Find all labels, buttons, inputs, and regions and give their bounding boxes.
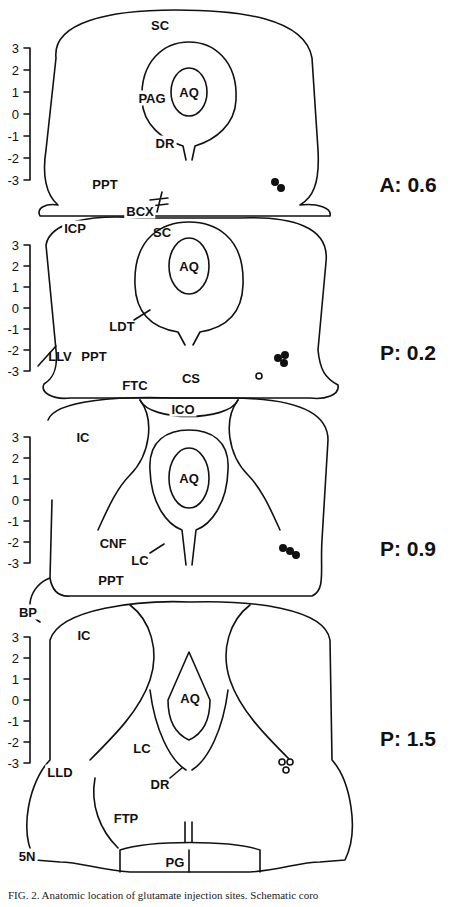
scale-number: 3 <box>10 41 21 56</box>
scale-number: 1 <box>10 85 21 100</box>
structure-label: SC <box>151 225 173 240</box>
scale-number: 0 <box>10 493 21 508</box>
scale-number: 0 <box>10 107 21 122</box>
section-p02 <box>38 217 338 398</box>
structure-label: CNF <box>98 536 129 551</box>
structure-label: ICO <box>169 402 196 417</box>
scale-number: 3 <box>10 238 21 253</box>
structure-label: DR <box>149 777 172 792</box>
level-label: A: 0.6 <box>377 173 438 196</box>
scale-number: -2 <box>5 735 21 750</box>
scale-number: -2 <box>5 151 21 166</box>
scale-number: 0 <box>10 693 21 708</box>
structure-label: IC <box>75 430 92 445</box>
scale-number: 2 <box>10 451 21 466</box>
level-label: P: 0.9 <box>378 537 438 560</box>
scale-number: -1 <box>5 129 21 144</box>
structure-label: FTP <box>112 811 141 826</box>
scale-number: 1 <box>10 672 21 687</box>
structure-label: LC <box>129 553 150 568</box>
scale-number: 2 <box>10 63 21 78</box>
level-label: P: 0.2 <box>378 341 438 364</box>
structure-label: AQ <box>177 259 201 274</box>
structure-label: AQ <box>177 85 201 100</box>
scale-number: 0 <box>10 301 21 316</box>
structure-label: LLD <box>45 765 74 780</box>
structure-label: PG <box>164 855 187 870</box>
structure-label: PPT <box>79 349 108 364</box>
structure-label: DR <box>154 136 177 151</box>
structure-label: BCX <box>124 204 155 219</box>
structure-label: PPT <box>90 177 119 192</box>
structure-label: PPT <box>96 573 125 588</box>
scale-number: -1 <box>5 714 21 729</box>
structure-label: LC <box>131 741 152 756</box>
structure-label: CS <box>180 371 202 386</box>
scale-number: -3 <box>5 756 21 771</box>
structure-label: LLV <box>46 349 74 364</box>
scale-number: -3 <box>5 173 21 188</box>
scale-number: 1 <box>10 472 21 487</box>
structure-label: BP <box>17 605 39 620</box>
scale-number: -1 <box>5 322 21 337</box>
figure-caption: FIG. 2. Anatomic location of glutamate i… <box>8 889 318 901</box>
section-p09 <box>30 398 328 622</box>
structure-label: AQ <box>178 691 202 706</box>
structure-label: ICP <box>62 221 88 236</box>
section-a06 <box>39 10 330 216</box>
scale-number: 2 <box>10 651 21 666</box>
structure-label: FTC <box>120 378 149 393</box>
section-p15 <box>27 602 352 872</box>
scale-number: -2 <box>5 343 21 358</box>
scale-number: -2 <box>5 535 21 550</box>
structure-label: AQ <box>177 471 201 486</box>
structure-label: IC <box>76 628 93 643</box>
scale-number: 2 <box>10 259 21 274</box>
scale-number: 1 <box>10 280 21 295</box>
structure-label: SC <box>149 18 171 33</box>
structure-label: LDT <box>107 319 136 334</box>
structure-label: PAG <box>136 91 167 106</box>
scale-number: 3 <box>10 630 21 645</box>
scale-number: 3 <box>10 430 21 445</box>
scale-bars <box>24 48 30 763</box>
structure-label: 5N <box>17 849 38 864</box>
scale-number: -3 <box>5 364 21 379</box>
scale-number: -1 <box>5 514 21 529</box>
level-label: P: 1.5 <box>378 727 438 750</box>
scale-number: -3 <box>5 556 21 571</box>
